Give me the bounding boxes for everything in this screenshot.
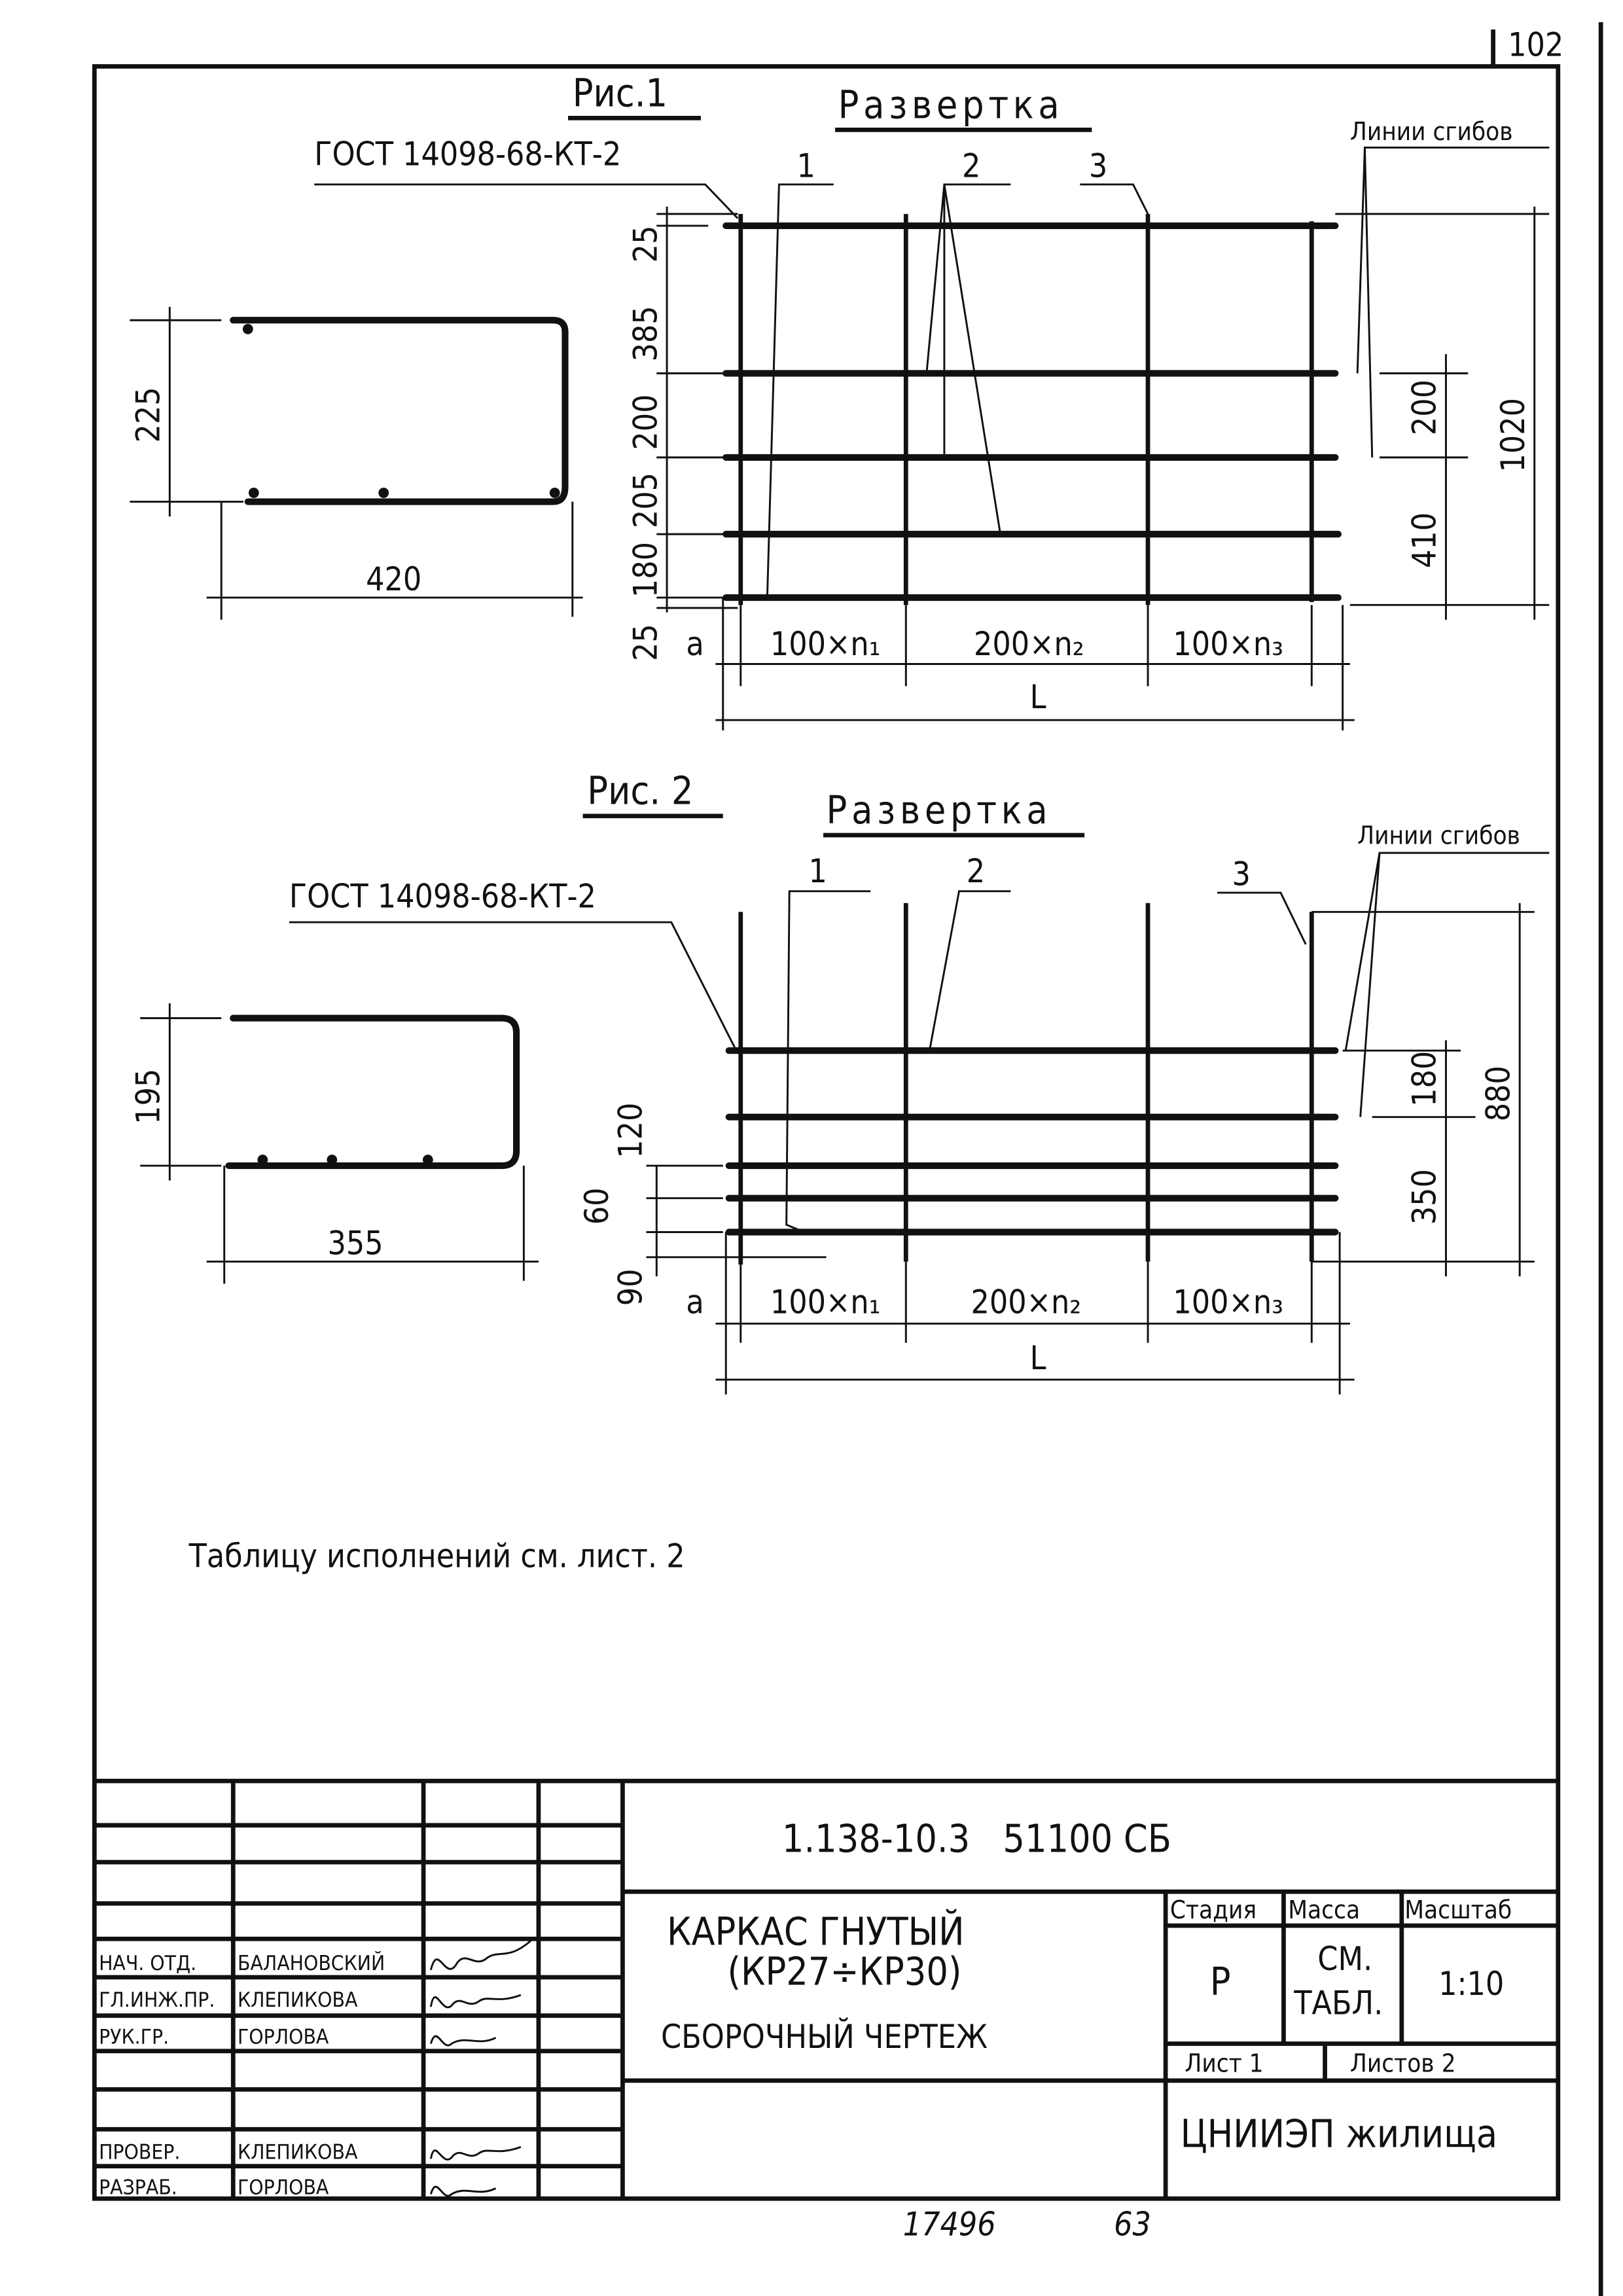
fig2-left-dim-60: 60 [578, 1187, 616, 1225]
header-stage: Стадия [1170, 1895, 1257, 1925]
fig2-unfold-mesh [725, 903, 1339, 1265]
fig1-callout-2: 2 [962, 147, 980, 185]
fig2-right-dim-180: 180 [1406, 1051, 1444, 1107]
fig1-right-dim-410: 410 [1406, 512, 1444, 568]
fig1-section: 225 420 [130, 306, 583, 620]
title-line-1: КАРКАС ГНУТЫЙ [667, 1909, 964, 1954]
fig2-right-dim-350: 350 [1406, 1169, 1444, 1225]
fig1-callout-3: 3 [1089, 147, 1107, 185]
title-block: НАЧ. ОТД. БАЛАНОВСКИЙ ГЛ.ИНЖ.ПР. КЛЕПИКО… [94, 1778, 1558, 2199]
fig1-section-width: 420 [366, 560, 421, 598]
fig2-bottom-dim-n2: 200×n₂ [971, 1283, 1081, 1321]
mass-value-line1: СМ. [1317, 1940, 1372, 1978]
sheet-corner-number: 102 [1508, 26, 1563, 64]
sig-name-4: КЛЕПИКОВА [238, 2140, 358, 2164]
figure-2: Рис. 2 Развертка ГОСТ 14098-68-КТ-2 Лини… [130, 769, 1550, 1395]
fig1-left-dim-205: 205 [626, 473, 664, 528]
sig-role-3: РУК.ГР. [99, 2025, 169, 2049]
fig2-section-width: 355 [328, 1224, 383, 1262]
title-line-2: (КР27÷КР30) [727, 1949, 961, 1994]
fig2-left-dim-90: 90 [612, 1268, 650, 1306]
sig-name-3: ГОРЛОВА [238, 2025, 329, 2049]
fig2-callout-2: 2 [967, 852, 985, 890]
fig1-total-length: L [1030, 678, 1046, 716]
stage-value: Р [1210, 1960, 1231, 2004]
fig1-right-dim-1020: 1020 [1494, 398, 1532, 473]
sig-role-1: НАЧ. ОТД. [99, 1952, 196, 1975]
sig-name-1: БАЛАНОВСКИЙ [238, 1950, 385, 1975]
fig1-bend-lines-label: Линии сгибов [1350, 117, 1513, 147]
document-code: 1.138-10.3 51100 СБ [782, 1816, 1171, 1861]
sig-name-2: КЛЕПИКОВА [238, 1988, 358, 2012]
fig2-bottom-dim-n1: 100×n₁ [770, 1283, 881, 1321]
fig2-total-length: L [1030, 1339, 1046, 1377]
fig2-bottom-dim-n3: 100×n₃ [1173, 1283, 1283, 1321]
fig2-callout-1: 1 [808, 852, 827, 890]
fig2-right-dim-880: 880 [1479, 1066, 1517, 1121]
fig1-bottom-dim-n1: 100×n₁ [770, 625, 881, 663]
note-table-reference: Таблицу исполнений см. лист. 2 [188, 1537, 685, 1575]
sig-role-2: ГЛ.ИНЖ.ПР. [99, 1988, 215, 2012]
fig2-bend-lines-label: Линии сгибов [1357, 821, 1520, 851]
fig1-right-dim-200: 200 [1406, 380, 1444, 435]
handwritten-signatures [429, 1939, 532, 2197]
mass-value-line2: ТАБЛ. [1293, 1984, 1383, 2022]
fig1-bottom-dim-a: a [686, 625, 704, 663]
fig2-left-dim-120: 120 [612, 1103, 650, 1158]
fig1-callout-1: 1 [796, 147, 815, 185]
header-scale: Масштаб [1404, 1895, 1512, 1925]
title-line-3: СБОРОЧНЫЙ ЧЕРТЕЖ [661, 2017, 988, 2056]
sheets-total: Листов 2 [1350, 2049, 1456, 2078]
fig1-gost-label: ГОСТ 14098-68-КТ-2 [314, 135, 621, 173]
fig1-section-height: 225 [130, 387, 168, 442]
drawing-frame [92, 64, 1561, 2201]
fig2-section-height: 195 [130, 1069, 168, 1124]
sig-name-5: ГОРЛОВА [238, 2176, 329, 2199]
fig1-left-dim-385: 385 [626, 306, 664, 361]
figure-1: Рис.1 Развертка ГОСТ 14098-68-КТ-2 Линии… [130, 71, 1550, 730]
fig2-section: 195 355 [130, 1003, 539, 1284]
footer-number-2: 63 [1114, 2206, 1151, 2244]
fig1-bottom-dim-n2: 200×n₂ [974, 625, 1084, 663]
fig1-left-dim-200: 200 [626, 394, 664, 450]
scale-value: 1:10 [1438, 1965, 1504, 2003]
fig1-title: Рис.1 [573, 71, 668, 115]
fig1-unfold-mesh [722, 213, 1342, 605]
fig1-left-dim-25-bottom: 25 [626, 624, 664, 661]
fig2-unfold-title: Развертка [827, 788, 1052, 833]
fig1-left-dim-25-top: 25 [626, 226, 664, 263]
fig2-callout-3: 3 [1232, 855, 1251, 893]
fig1-bottom-dim-n3: 100×n₃ [1173, 625, 1283, 663]
sheet-number: Лист 1 [1185, 2049, 1263, 2078]
header-mass: Масса [1288, 1895, 1360, 1925]
footer-number-1: 17496 [903, 2206, 996, 2244]
fig2-title: Рис. 2 [587, 769, 693, 814]
fig1-left-dim-180: 180 [626, 542, 664, 598]
sig-role-4: ПРОВЕР. [99, 2140, 180, 2164]
organization: ЦНИИЭП жилища [1181, 2111, 1497, 2156]
fig1-unfold-title: Развертка [838, 82, 1064, 127]
fig2-bottom-dim-a: a [686, 1283, 704, 1321]
sig-role-5: РАЗРАБ. [99, 2176, 177, 2199]
fig2-gost-label: ГОСТ 14098-68-КТ-2 [289, 878, 596, 916]
